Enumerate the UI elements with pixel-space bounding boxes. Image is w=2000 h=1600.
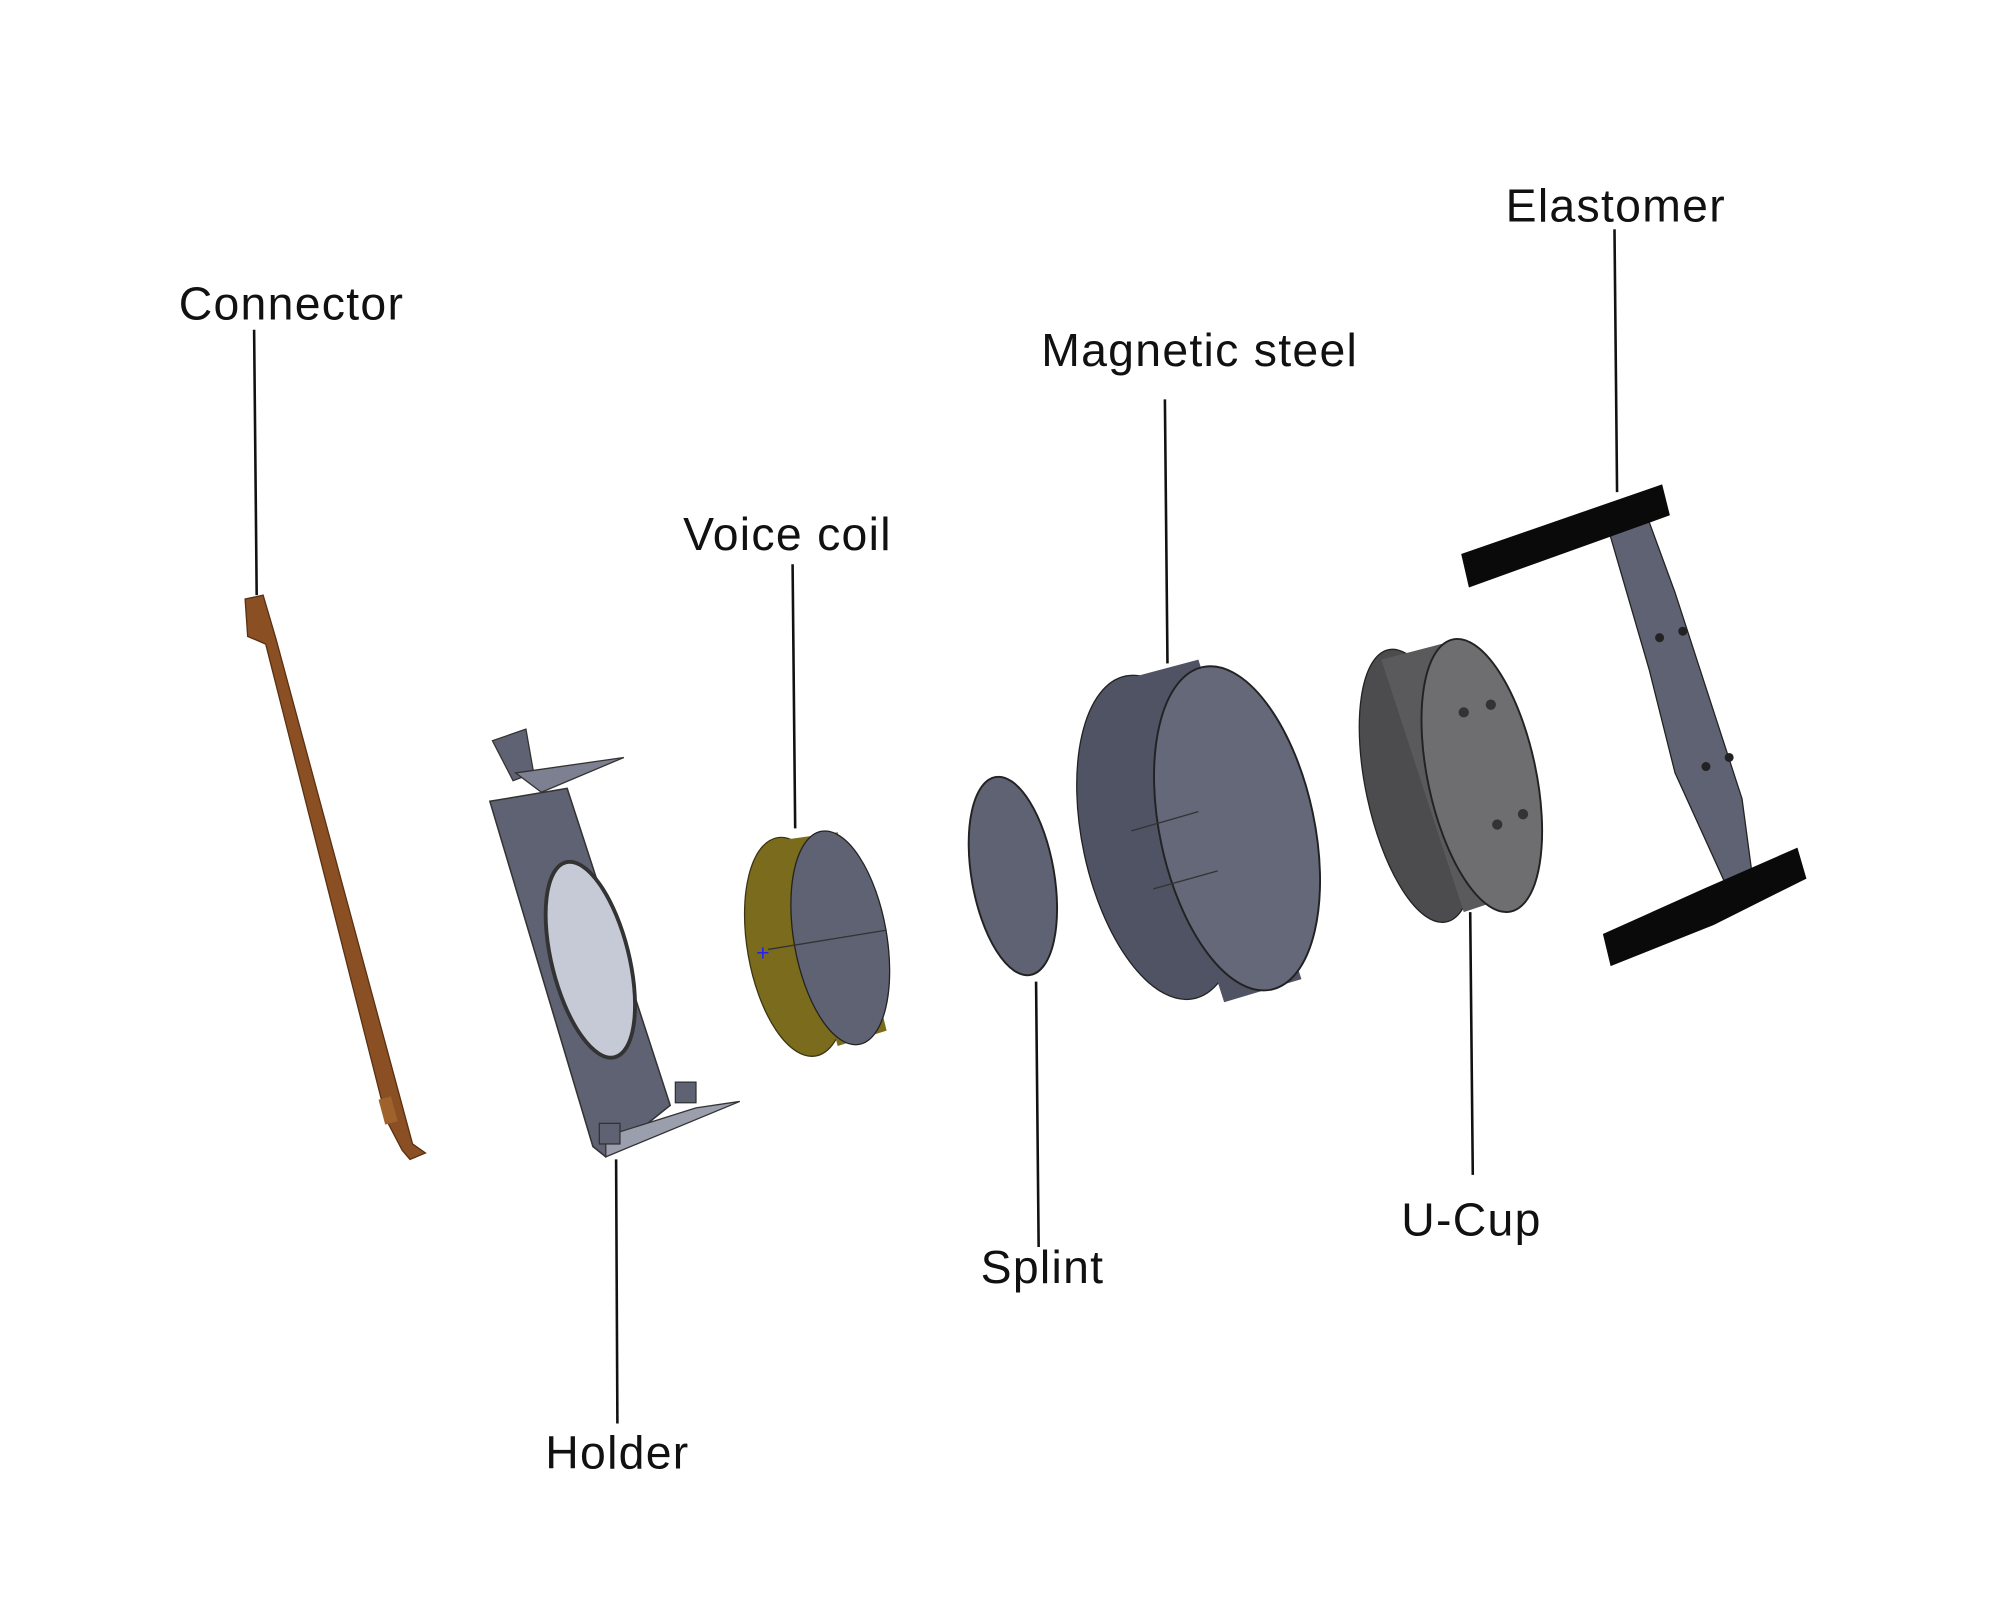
voice-coil-label: Voice coil	[683, 508, 892, 560]
elastomer-leader-line	[1613, 229, 1619, 493]
svg-text:+: +	[755, 942, 770, 963]
connector-label: Connector	[179, 277, 404, 329]
elastomer-label: Elastomer	[1506, 180, 1726, 232]
magnetic-steel-label: Magnetic steel	[1041, 324, 1358, 376]
voice-coil-part: +	[743, 830, 891, 1057]
splint-part	[967, 775, 1059, 977]
magnetic-steel-part	[1076, 659, 1322, 1003]
splint-label: Splint	[981, 1241, 1105, 1293]
holder-label: Holder	[545, 1427, 689, 1479]
splint-leader-line	[1034, 981, 1040, 1248]
elastomer-part	[1461, 484, 1807, 967]
magnetic-steel-leader-line	[1163, 399, 1169, 664]
voice-coil-leader-line	[791, 564, 797, 829]
u-cup-leader-line	[1468, 912, 1475, 1175]
holder-leader-line	[614, 1159, 619, 1424]
connector-leader-line	[252, 329, 258, 596]
u-cup-part	[1358, 638, 1544, 923]
connector-part	[244, 594, 427, 1161]
holder-part	[488, 728, 741, 1158]
u-cup-label: U-Cup	[1401, 1193, 1541, 1245]
